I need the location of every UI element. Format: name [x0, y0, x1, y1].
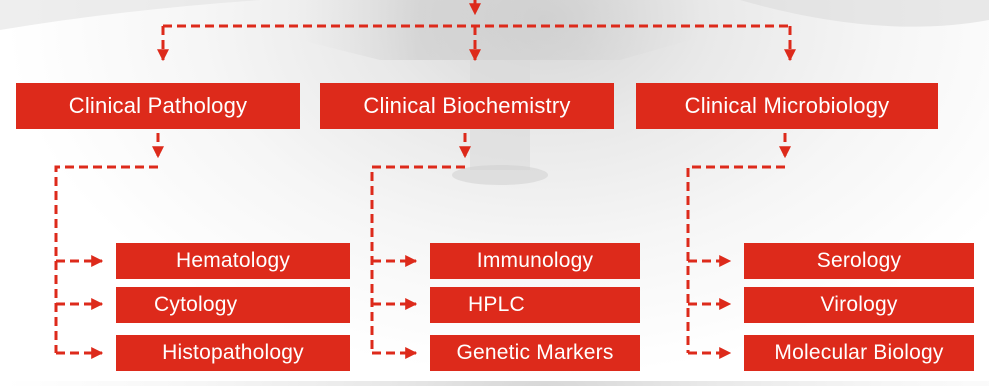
department-clinical-microbiology: Clinical Microbiology — [636, 83, 938, 129]
subunit-genetic-markers: Genetic Markers — [430, 335, 640, 371]
subunit-cytology: Cytology — [116, 287, 350, 323]
subunit-virology: Virology — [744, 287, 974, 323]
subunit-hplc: HPLC — [430, 287, 640, 323]
subunit-serology: Serology — [744, 243, 974, 279]
subunit-immunology: Immunology — [430, 243, 640, 279]
department-clinical-biochemistry: Clinical Biochemistry — [320, 83, 614, 129]
subunit-histopathology: Histopathology — [116, 335, 350, 371]
department-clinical-pathology: Clinical Pathology — [16, 83, 300, 129]
subunit-molecular-biology: Molecular Biology — [744, 335, 974, 371]
subunit-hematology: Hematology — [116, 243, 350, 279]
